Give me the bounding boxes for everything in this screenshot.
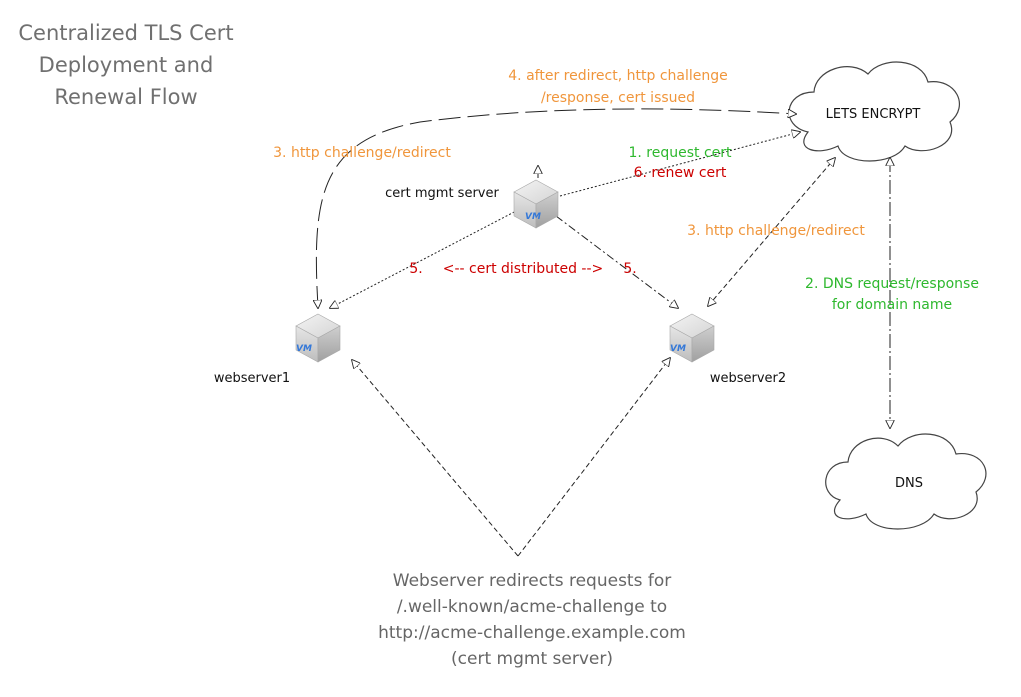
step6-label: 6. renew cert	[634, 165, 727, 181]
dns-cloud: DNS	[825, 433, 987, 530]
step5-right-label: 5.	[623, 261, 636, 277]
vm-badge-icon: VM	[670, 344, 686, 354]
step2-label-line1: 2. DNS request/response	[805, 276, 979, 292]
redirect-note: Webserver redirects requests for /.well-…	[378, 571, 686, 669]
step4-label-line1: 4. after redirect, http challenge	[508, 68, 727, 84]
step3-left-label: 3. http challenge/redirect	[273, 145, 451, 161]
title-line-2: Deployment and	[39, 53, 214, 77]
title-line-3: Renewal Flow	[54, 85, 197, 109]
edge-step1-cert-mgmt-to-letsencrypt	[559, 132, 800, 197]
step2-label-line2: for domain name	[832, 297, 952, 313]
cert-mgmt-server-label: cert mgmt server	[385, 186, 499, 201]
vm-badge-icon: VM	[296, 344, 312, 354]
edge-step3-webserver2-to-letsencrypt	[708, 158, 835, 306]
lets-encrypt-cloud-shape	[788, 61, 960, 162]
diagram-title: Centralized TLS Cert Deployment and Rene…	[18, 21, 233, 109]
note-line-4: (cert mgmt server)	[451, 649, 613, 669]
vm-badge-icon: VM	[525, 212, 541, 222]
step3-right-label: 3. http challenge/redirect	[687, 223, 865, 239]
cert-mgmt-server-node: VM	[513, 179, 559, 229]
step-labels: 4. after redirect, http challenge /respo…	[273, 68, 979, 313]
edge-step4-webserver1-to-letsencrypt	[316, 108, 796, 308]
step4-label-line2: /response, cert issued	[541, 90, 695, 106]
edge-step5-cert-mgmt-to-webserver2	[555, 215, 678, 308]
note-line-2: /.well-known/acme-challenge to	[397, 597, 667, 617]
step5-left-label: 5.	[409, 261, 422, 277]
edge-step5-cert-mgmt-to-webserver1	[330, 209, 519, 308]
dns-cloud-shape	[825, 433, 987, 530]
vm-cube-icon	[669, 313, 715, 363]
edge-note-to-webserver2	[517, 358, 670, 557]
vm-cube-icon	[295, 313, 341, 363]
webserver1-node: VM	[295, 313, 341, 363]
lets-encrypt-label: LETS ENCRYPT	[826, 107, 921, 122]
webserver2-label: webserver2	[710, 371, 786, 386]
cert-distributed-label: <-- cert distributed -->	[443, 261, 604, 277]
webserver1-label: webserver1	[214, 371, 290, 386]
step1-label: 1. request cert	[628, 145, 732, 161]
edge-note-to-webserver1	[352, 360, 519, 557]
dns-label: DNS	[895, 476, 923, 491]
webserver2-node: VM	[669, 313, 715, 363]
edges	[316, 108, 890, 557]
title-line-1: Centralized TLS Cert	[18, 21, 233, 45]
lets-encrypt-cloud: LETS ENCRYPT	[788, 61, 960, 162]
note-line-3: http://acme-challenge.example.com	[378, 623, 686, 643]
note-line-1: Webserver redirects requests for	[393, 571, 671, 591]
